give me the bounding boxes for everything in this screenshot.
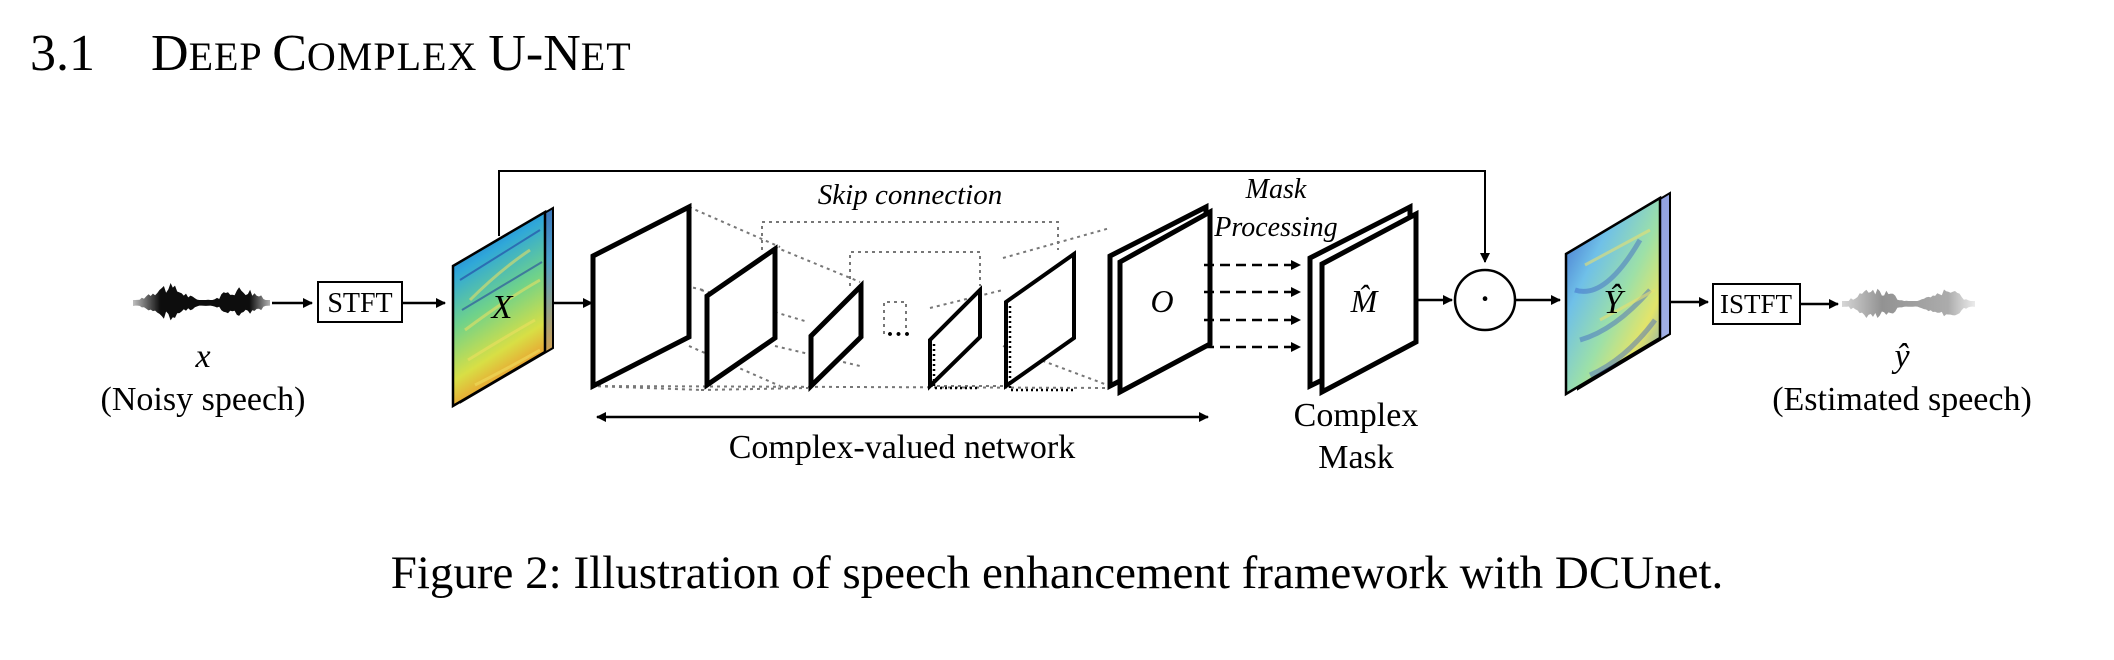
mask-processing-line-2: Processing xyxy=(1213,212,1337,243)
decoder-layer-2 xyxy=(1004,250,1076,390)
istft-label: ISTFT xyxy=(1720,289,1793,319)
output-label: (Estimated speech) xyxy=(1772,381,2032,418)
stft-label: STFT xyxy=(327,288,392,319)
estimate-variable: Ŷ xyxy=(1604,284,1626,321)
mask-label-line-1: Complex xyxy=(1294,397,1419,434)
skip-path-input-to-multiply xyxy=(498,170,1490,263)
waveform-shape xyxy=(1842,288,1975,318)
noisy-speech-waveform xyxy=(133,283,270,321)
spectrogram-variable: X xyxy=(490,289,514,326)
section-title-part: D xyxy=(151,25,189,82)
mask-processing-line-1: Mask xyxy=(1245,174,1307,205)
multiply-symbol: · xyxy=(1478,276,1491,321)
section-title-part: ET xyxy=(580,34,632,79)
section-number: 3.1 xyxy=(30,25,95,82)
output-variable: O xyxy=(1150,283,1173,319)
section-heading: 3.1 DEEP COMPLEX U-NET xyxy=(30,28,632,80)
decoder-layer-1 xyxy=(928,285,982,391)
section-title-part: U-N xyxy=(488,25,581,82)
output-speech-variable: ŷ xyxy=(1891,338,1910,375)
estimated-speech-waveform xyxy=(1842,288,1975,318)
encoder-layer-1 xyxy=(590,202,692,391)
section-title-part: EEP xyxy=(188,34,273,79)
input-variable: x xyxy=(194,338,210,375)
network-layers xyxy=(590,202,1213,397)
input-spectrogram xyxy=(451,206,554,409)
mask-label-line-2: Mask xyxy=(1318,439,1394,476)
decoder-inner-dots xyxy=(932,306,1074,392)
istft-box xyxy=(1712,283,1801,325)
stft-box xyxy=(317,281,403,323)
encoder-layer-3 xyxy=(808,279,864,392)
mask-variable: M̂ xyxy=(1350,283,1380,319)
estimated-spectrogram xyxy=(1564,191,1671,397)
section-title-part: C xyxy=(272,25,307,82)
section-title: DEEP COMPLEX U-NET xyxy=(151,25,632,82)
section-title-part: OMPLEX xyxy=(306,34,489,79)
network-dots: ··· xyxy=(885,316,911,353)
encoder-layer-2 xyxy=(704,244,778,390)
dcunet-diagram: x (Noisy speech) STFT X xyxy=(101,170,2032,476)
mask-processing-arrows xyxy=(1204,260,1301,352)
complex-mask xyxy=(1307,202,1419,397)
skip-connection-label: Skip connection xyxy=(818,179,1002,211)
waveform-shape xyxy=(133,283,270,321)
input-label: (Noisy speech) xyxy=(101,381,306,418)
network-label: Complex-valued network xyxy=(729,429,1076,466)
figure-caption: Figure 2: Illustration of speech enhance… xyxy=(390,547,1724,599)
decoder-layer-3b xyxy=(1117,207,1213,397)
